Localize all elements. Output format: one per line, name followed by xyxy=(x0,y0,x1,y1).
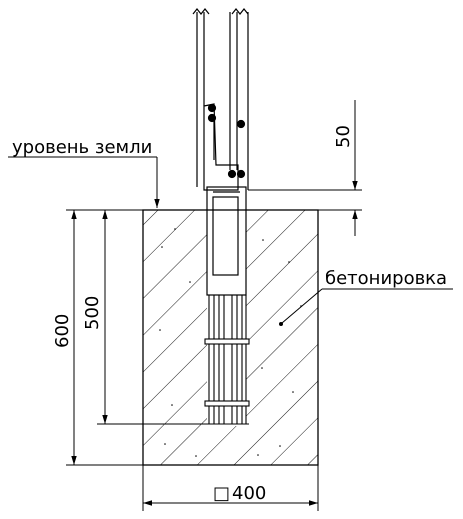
dimension-50 xyxy=(248,100,362,236)
dimension-500 xyxy=(97,209,205,425)
dimension-400-symbol: □ xyxy=(213,483,230,504)
dimension-400-label: 400 xyxy=(232,483,266,504)
dimension-600-label: 600 xyxy=(52,314,73,348)
ground-level-callout: уровень земли xyxy=(8,137,160,208)
steel-post xyxy=(192,8,249,296)
concrete-label: бетонировка xyxy=(325,268,447,289)
ground-level-label: уровень земли xyxy=(12,137,152,158)
concrete-callout: бетонировка xyxy=(279,268,453,326)
rebar-cage xyxy=(204,295,250,425)
dimension-500-label: 500 xyxy=(82,296,103,330)
concrete-block xyxy=(142,190,319,466)
dimension-400 xyxy=(142,465,319,511)
dimension-50-label: 50 xyxy=(333,125,354,148)
